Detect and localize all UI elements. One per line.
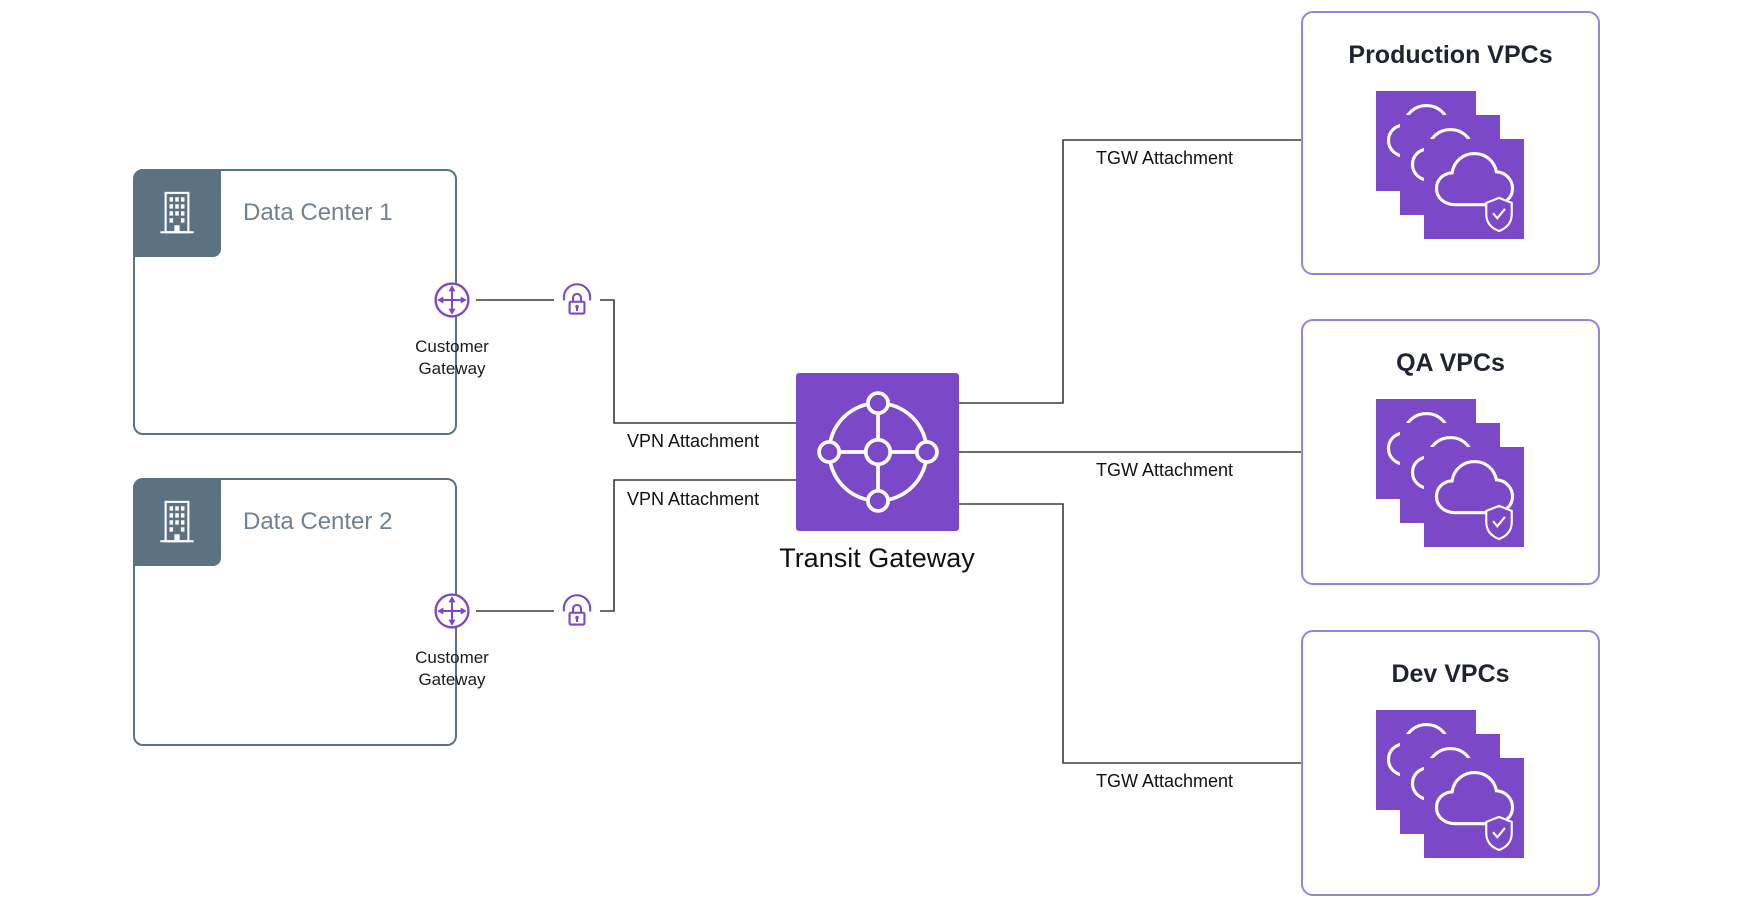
data-center-2-box: Data Center 2 [133, 478, 457, 746]
tgw-connector-production [959, 139, 1301, 404]
qa-vpcs-box: QA VPCs [1301, 319, 1600, 585]
vpn-connector-dc2 [476, 479, 796, 612]
vpc-cloud-icon [1424, 139, 1524, 239]
vpc-cloud-icon [1424, 758, 1524, 858]
shield-icon [1485, 196, 1513, 233]
shield-icon [1485, 504, 1513, 541]
transit-gateway-icon [796, 373, 959, 531]
customer-gateway-1-label: Customer Gateway [415, 337, 489, 379]
building-icon [133, 478, 221, 566]
tgw-attachment-label-dev: TGW Attachment [1096, 771, 1234, 791]
vpc-cloud-stack-icon [1376, 399, 1524, 547]
transit-gateway-label: Transit Gateway [779, 543, 975, 573]
production-vpcs-title: Production VPCs [1348, 41, 1553, 69]
vpc-cloud-stack-icon [1376, 710, 1524, 858]
data-center-2-title: Data Center 2 [243, 508, 393, 535]
dev-vpcs-box: Dev VPCs [1301, 630, 1600, 896]
dev-vpcs-title: Dev VPCs [1391, 660, 1510, 688]
vpn-attachment-label-2: VPN Attachment [627, 489, 760, 509]
building-icon [133, 169, 221, 257]
customer-gateway-2-icon [427, 586, 477, 636]
vpc-cloud-icon [1424, 447, 1524, 547]
vpn-attachment-label-1: VPN Attachment [627, 431, 760, 451]
tgw-attachment-label-production: TGW Attachment [1096, 148, 1234, 168]
vpn-connector-dc1 [476, 299, 796, 424]
production-vpcs-box: Production VPCs [1301, 11, 1600, 275]
customer-gateway-1-icon [427, 275, 477, 325]
qa-vpcs-title: QA VPCs [1396, 349, 1505, 377]
tgw-attachment-label-qa: TGW Attachment [1096, 460, 1234, 480]
vpn-lock-icon [554, 277, 600, 323]
data-center-1-box: Data Center 1 [133, 169, 457, 435]
vpn-lock-icon [554, 588, 600, 634]
vpc-cloud-stack-icon [1376, 91, 1524, 239]
data-center-1-title: Data Center 1 [243, 199, 393, 226]
tgw-connector-dev [959, 503, 1301, 764]
shield-icon [1485, 815, 1513, 852]
customer-gateway-2-label: Customer Gateway [415, 648, 489, 690]
